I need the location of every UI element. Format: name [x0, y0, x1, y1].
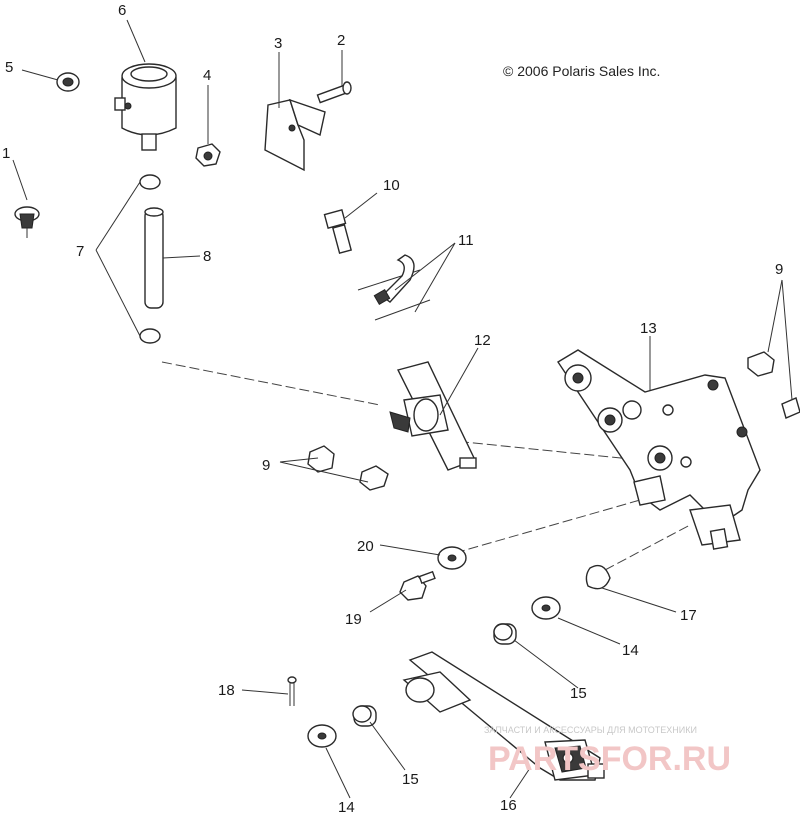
label-19: 19: [345, 611, 362, 628]
label-14-right: 14: [622, 642, 639, 659]
part-3-bracket: [264, 98, 326, 172]
label-13: 13: [640, 320, 657, 337]
copyright-text: © 2006 Polaris Sales Inc.: [503, 63, 660, 79]
part-12-master-cylinder: [389, 361, 477, 471]
part-2-pin: [316, 81, 352, 104]
part-16-brake-pedal: [402, 651, 605, 781]
part-4-bolt: [195, 143, 221, 167]
label-9-left: 9: [262, 457, 270, 474]
label-15-right: 15: [570, 685, 587, 702]
part-19-bolt: [399, 570, 436, 601]
label-15-left: 15: [402, 771, 419, 788]
part-10-banjo-bolt: [323, 209, 353, 254]
part-13-mounting-bracket: [557, 349, 761, 550]
watermark: ЗАПЧАСТИ И АКСЕССУАРЫ ДЛЯ МОТОТЕХНИКИ PA…: [484, 725, 731, 778]
label-10: 10: [383, 177, 400, 194]
label-18: 18: [218, 682, 235, 699]
label-2: 2: [337, 32, 345, 49]
label-11: 11: [458, 232, 474, 249]
part-14-washer-lower: [307, 724, 337, 748]
part-9-bolts-right: [747, 351, 800, 419]
part-15-bushing-upper: [493, 623, 517, 645]
leader-lines: [12, 19, 793, 799]
watermark-brand: PARTSFOR.RU: [488, 740, 731, 778]
assembly-lines: [149, 80, 691, 571]
part-15-bushing-lower: [352, 705, 377, 727]
watermark-tagline: ЗАПЧАСТИ И АКСЕССУАРЫ ДЛЯ МОТОТЕХНИКИ: [484, 725, 697, 735]
label-12: 12: [474, 332, 491, 349]
part-14-washer-upper: [531, 596, 561, 620]
label-7: 7: [76, 243, 84, 260]
label-1: 1: [2, 145, 10, 162]
part-9-bolts-left: [307, 445, 389, 491]
part-5-cap-plug: [56, 72, 80, 92]
label-16: 16: [500, 797, 517, 814]
label-3: 3: [274, 35, 282, 52]
label-17: 17: [680, 607, 697, 624]
part-1-hose-clamp: [14, 206, 40, 238]
label-4: 4: [203, 67, 211, 84]
part-18-cotter-pin: [287, 676, 297, 706]
part-8-hose: [144, 207, 164, 309]
label-9-right: 9: [775, 261, 783, 278]
label-20: 20: [357, 538, 374, 555]
label-5: 5: [5, 59, 13, 76]
part-20-washer: [437, 546, 467, 570]
part-11-cable-set: [357, 254, 431, 321]
label-6: 6: [118, 2, 126, 19]
label-14-left: 14: [338, 799, 355, 816]
label-8: 8: [203, 248, 211, 265]
part-labels: 1 2 3 4 5 6 7 8 9 9 10 11 12 13 14 14 15…: [2, 2, 783, 816]
part-17-e-clip: [585, 564, 611, 590]
part-6-reservoir: [114, 63, 177, 151]
